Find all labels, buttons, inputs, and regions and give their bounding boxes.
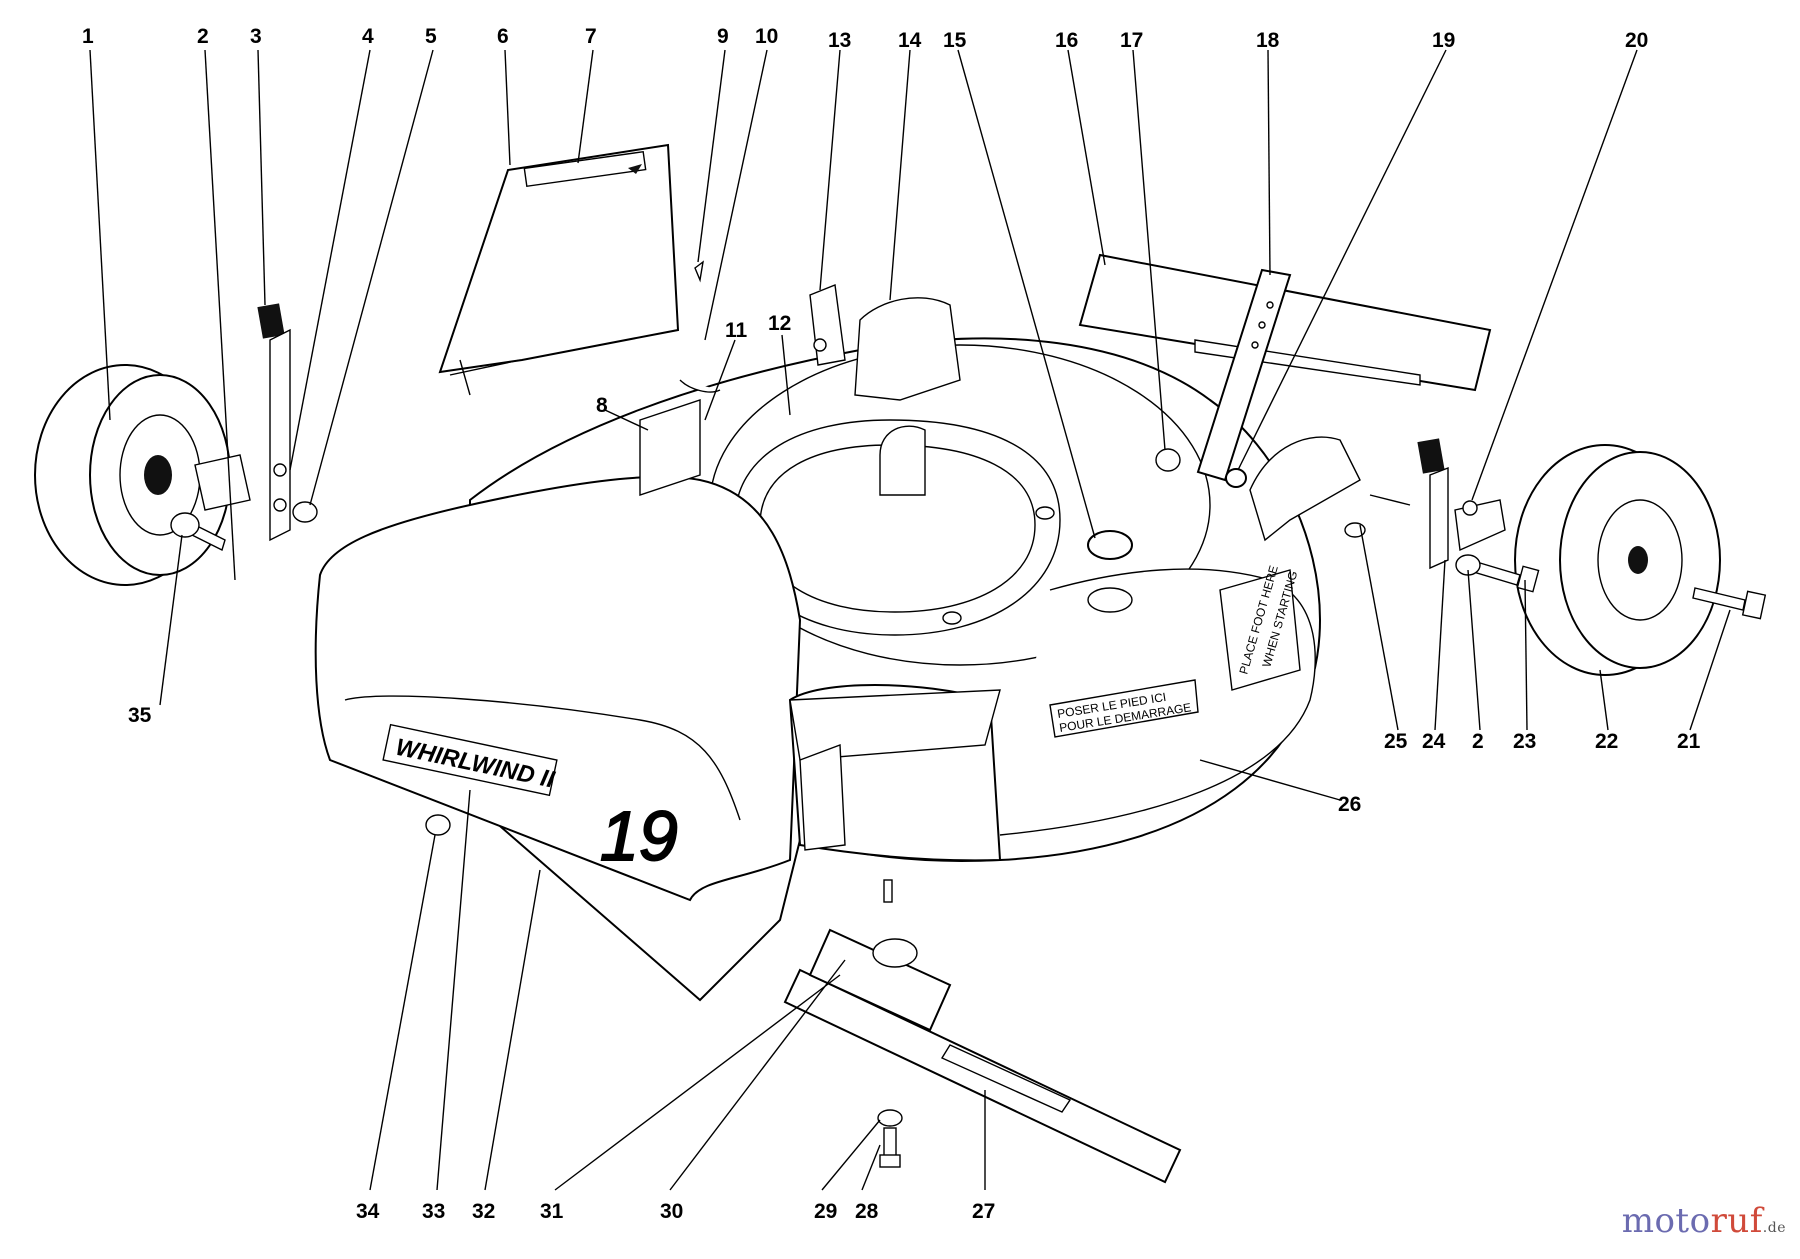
callout-29: 29 [814, 1200, 837, 1223]
callout-22: 22 [1595, 730, 1618, 753]
left-height-lever [257, 303, 291, 542]
washer-19 [1225, 468, 1247, 488]
callout-24: 24 [1422, 730, 1446, 753]
rear-deflector-door [438, 143, 680, 396]
callout-23: 23 [1513, 730, 1536, 753]
nut-34 [425, 814, 451, 836]
left-axle-bolt [170, 512, 226, 551]
watermark-part-1: moto [1621, 1201, 1711, 1241]
callout-labels: 1 2 3 4 5 6 7 8 9 10 11 12 13 14 15 16 1… [82, 25, 1701, 1223]
blade-bolt [877, 1109, 903, 1168]
callout-18: 18 [1256, 29, 1280, 52]
callout-7: 7 [585, 25, 597, 48]
callout-20: 20 [1625, 29, 1648, 52]
callout-30: 30 [660, 1200, 683, 1223]
mower-deck-housing [314, 337, 1322, 1002]
right-rear-wheel [1514, 444, 1721, 676]
gas-cap [1087, 530, 1133, 613]
callout-2: 2 [197, 25, 209, 48]
callout-15: 15 [943, 29, 967, 52]
callout-26: 26 [1338, 793, 1361, 816]
watermark-logo: motoruf.de [1622, 1201, 1786, 1241]
callout-12: 12 [768, 312, 791, 335]
callout-27: 27 [972, 1200, 995, 1223]
left-hub-bushing [194, 454, 251, 511]
cover-plate-8 [639, 399, 701, 496]
callout-1: 1 [82, 25, 94, 48]
model-size-text: 19 [600, 797, 678, 875]
callout-14: 14 [898, 29, 922, 52]
watermark-part-2: ruf [1710, 1201, 1763, 1241]
callout-28: 28 [855, 1200, 879, 1223]
callout-33: 33 [422, 1200, 445, 1223]
leader-lines [89, 49, 1731, 1191]
right-adjust-bracket [1249, 436, 1411, 542]
blade-adapter [808, 928, 952, 1032]
callout-2-right: 2 [1472, 730, 1484, 753]
right-axle-bolt [1692, 587, 1767, 620]
callout-5: 5 [425, 25, 437, 48]
callout-31: 31 [540, 1200, 564, 1223]
callout-34: 34 [356, 1200, 380, 1223]
callout-3: 3 [250, 25, 262, 48]
bracket-14 [854, 297, 961, 401]
height-adjust-arm [1196, 268, 1292, 482]
foot-decal-english: PLACE FOOT HERE WHEN STARTING [1219, 564, 1301, 691]
left-rear-wheel [34, 364, 231, 586]
callout-25: 25 [1384, 730, 1408, 753]
callout-11: 11 [725, 319, 748, 342]
discharge-bracket [809, 284, 846, 366]
key-pin [883, 879, 893, 903]
right-height-lever [1417, 438, 1506, 576]
cutting-blade [783, 968, 1182, 1184]
callout-16: 16 [1055, 29, 1078, 52]
callout-4: 4 [362, 25, 374, 48]
callout-10: 10 [755, 25, 778, 48]
callout-6: 6 [497, 25, 509, 48]
callout-17: 17 [1120, 29, 1143, 52]
callout-9: 9 [717, 25, 729, 48]
callout-21: 21 [1677, 730, 1701, 753]
clip-11 [679, 379, 721, 393]
callout-19: 19 [1432, 29, 1455, 52]
nut-17 [1155, 448, 1181, 472]
watermark-part-3: .de [1762, 1220, 1786, 1236]
callout-8: 8 [596, 394, 608, 417]
callout-13: 13 [828, 29, 851, 52]
callout-32: 32 [472, 1200, 495, 1223]
callout-35: 35 [128, 704, 152, 727]
left-washer [292, 501, 318, 523]
screw-9 [694, 260, 704, 283]
